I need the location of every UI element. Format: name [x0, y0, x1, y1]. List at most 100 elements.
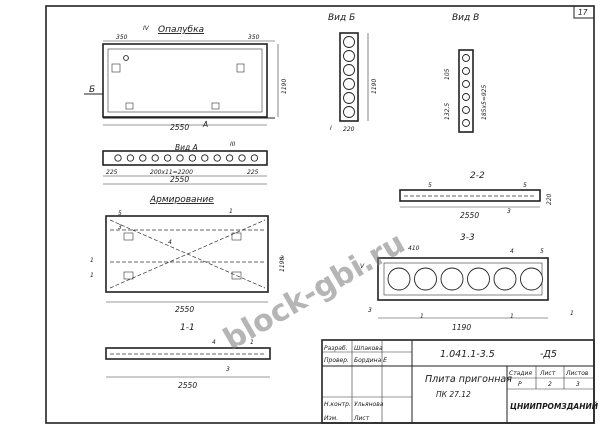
tb-sheet-head: Лист: [539, 370, 556, 377]
view-b: Вид Б 1190 220 I: [328, 13, 378, 133]
sheet-number-box: [573, 5, 595, 19]
view-b-hole: [343, 36, 355, 48]
view-v-hole: [462, 67, 470, 75]
dim-view-a-225-left: 225: [106, 169, 118, 176]
pos-5-b: 5: [523, 182, 527, 189]
view-a-hole: [126, 154, 135, 162]
tb-organization: ЦНИИПРОМЗДАНИЙ: [510, 402, 599, 411]
pos-5-top: 5: [118, 210, 122, 217]
section-3-3-hole: [440, 267, 464, 291]
tb-name-checker: Бордина Е: [354, 357, 387, 364]
pos-3-a: 3: [507, 208, 511, 215]
section-1-1-outline: [105, 347, 271, 360]
view-a-hole: [139, 154, 147, 162]
dim-350: 350: [116, 34, 128, 41]
reinforcement-title: Армирование: [149, 195, 214, 205]
view-a-hole: [238, 154, 246, 162]
view-b-hole: [343, 92, 355, 104]
formwork-title: Опалубка: [158, 25, 204, 35]
section-3-3-outline: [377, 257, 549, 301]
marker-iii: III: [230, 141, 236, 148]
dim-1-1-length: 2550: [178, 381, 197, 390]
dim-reinf-length: 2550: [175, 305, 194, 314]
view-a-hole: [188, 154, 197, 162]
dim-formwork-length: 2550: [170, 123, 189, 132]
view-v-hole: [462, 80, 470, 88]
section-3-3-hole: [520, 267, 543, 291]
tb-name-norm: Ульянова: [354, 401, 384, 408]
tb-sheet-value: 2: [548, 381, 552, 388]
tb-sheets-head: Листов: [565, 370, 589, 377]
dim-view-v-185: 185x5=925: [481, 85, 488, 120]
marker-i: I: [330, 125, 332, 132]
pos-1-s3-b: 1: [510, 313, 514, 320]
section-1-1: 1-1 1 4 3 2550: [105, 323, 271, 390]
view-b-title: Вид Б: [328, 13, 355, 23]
tb-name-developer: Шпакова: [354, 345, 383, 352]
tb-col-change: Изм.: [324, 415, 338, 422]
view-a-hole: [176, 154, 184, 162]
tb-role-norm: Н.контр.: [324, 401, 351, 408]
formwork-outline: [102, 43, 268, 118]
tb-col-sheet: Лист: [353, 415, 370, 422]
view-a-hole: [213, 154, 221, 162]
section-2-2-outline: [399, 189, 541, 202]
view-v-hole: [462, 54, 470, 62]
pos-1-top: 1: [229, 208, 233, 215]
tb-name-line1: Плита пригонная: [425, 374, 512, 385]
pos-5-s3: 5: [540, 248, 544, 255]
view-b-outline: [339, 32, 359, 122]
view-a-hole: [151, 154, 159, 162]
view-v-hole: [462, 93, 470, 101]
tb-document-code: 1.041.1-3.5: [440, 349, 495, 360]
dim-3-3-width: 1190: [452, 323, 471, 332]
view-b-hole: [343, 64, 355, 76]
section-3-3-hole: [467, 267, 490, 291]
pos-3-s1: 3: [226, 366, 230, 373]
dim-view-v-132: 132,5: [444, 103, 451, 120]
dim-view-a-step: 200x11=2200: [150, 169, 193, 176]
view-a: Вид А III 225 200x11=2200 225 2550: [102, 141, 268, 185]
marker-a-arrow: А: [202, 120, 208, 129]
reinforcement-plan: Армирование 1 5 3 1 1 2 4 2550 1190: [90, 195, 286, 314]
section-2-2: 2-2 5 5 3 2550 220: [399, 171, 553, 220]
pos-5-a: 5: [428, 182, 432, 189]
section-3-3: 3-3 410 V 3 1 1 1 4 5 1190: [360, 233, 574, 332]
marker-iv: IV: [143, 25, 150, 32]
tb-sheet-code: -Д5: [540, 349, 557, 360]
dim-view-b-width: 1190: [371, 79, 378, 94]
tb-role-developer: Разраб.: [324, 345, 348, 352]
view-a-hole: [250, 154, 259, 162]
dim-view-v-105: 105: [444, 68, 451, 80]
view-b-hole: [343, 78, 355, 90]
marker-b-arrow: Б: [89, 85, 95, 95]
reinforcement-outline: [105, 215, 269, 293]
dim-view-b-220: 220: [343, 126, 355, 133]
section-3-3-hole: [493, 267, 517, 291]
section-3-3-title: 3-3: [460, 233, 475, 243]
title-block: Разраб. Провер. Шпакова Бордина Е Н.конт…: [321, 339, 599, 424]
section-1-1-title: 1-1: [180, 323, 195, 333]
pos-1-left-b: 1: [90, 272, 94, 279]
view-a-hole: [201, 154, 209, 162]
pos-4-s1: 4: [212, 339, 216, 346]
pos-2-right: 2: [280, 255, 284, 262]
view-a-hole: [225, 154, 234, 162]
dim-reinf-width: 1190: [279, 257, 286, 272]
pos-3-s3: 3: [368, 307, 372, 314]
dim-2-2-height: 220: [546, 193, 553, 205]
marker-v: V: [360, 263, 365, 270]
view-v-title: Вид В: [452, 13, 479, 23]
dim-formwork-width: 1190: [281, 79, 288, 94]
view-v-hole: [462, 119, 470, 127]
dim-3-3-410: 410: [408, 245, 420, 252]
tb-name-line2: ПК 27.12: [436, 390, 471, 399]
dim-view-a-length: 2550: [170, 175, 189, 184]
sheet-number: 17: [578, 8, 588, 17]
pos-1-left: 1: [90, 257, 94, 264]
dim-view-a-225-right: 225: [247, 169, 259, 176]
view-a-outline: [102, 150, 268, 166]
tb-stage-head: Стадия: [509, 370, 532, 377]
pos-4: 4: [168, 239, 172, 246]
